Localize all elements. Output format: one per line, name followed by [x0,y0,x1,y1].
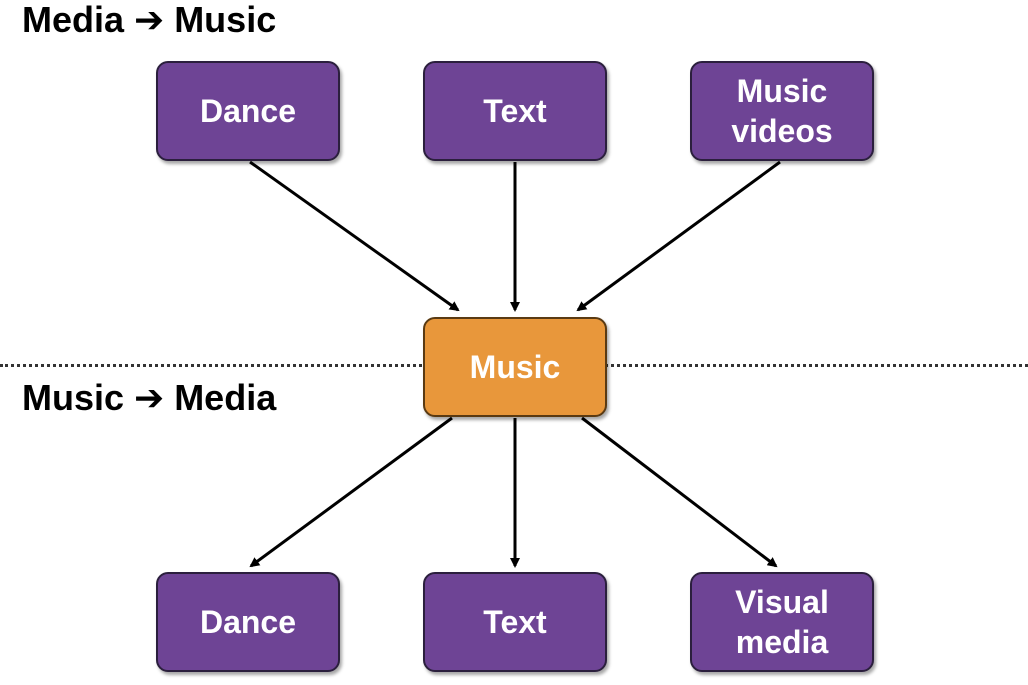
arrow-music-to-dance [249,416,453,568]
node-dance-source: Dance [156,61,340,161]
node-text-target: Text [423,572,607,672]
node-music-center: Music [423,317,607,417]
node-dance-target: Dance [156,572,340,672]
arrow-dance-to-music [249,160,460,312]
node-music-videos-source: Music videos [690,61,874,161]
section-label-media-to-music: Media ➔ Music [22,0,277,40]
node-visual-media-target: Visual media [690,572,874,672]
node-text-source: Text [423,61,607,161]
arrow-music-to-visual-media [581,416,778,568]
section-label-music-to-media: Music ➔ Media [22,377,277,418]
arrow-music-videos-to-music [576,160,781,312]
